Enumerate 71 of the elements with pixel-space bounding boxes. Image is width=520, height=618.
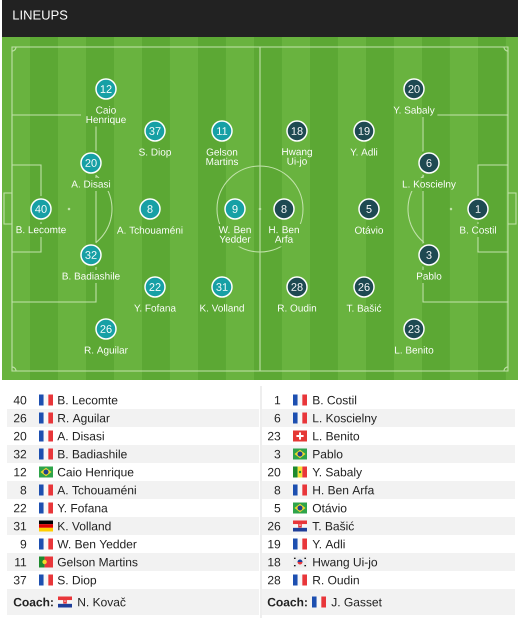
player-name: B. Badiashile [62, 272, 120, 280]
shirt-number: 18 [268, 558, 280, 566]
shirt-number: 11 [15, 558, 26, 566]
player-name: A. Disasi [57, 432, 104, 440]
player-name: Hwang Ui-jo [282, 148, 312, 167]
player-name: Y. Sabaly [393, 106, 435, 116]
shirt-number: 19 [268, 540, 280, 548]
player-name: H. Ben Arfa [313, 486, 374, 494]
shirt-number: 1 [274, 396, 280, 404]
player-name: A. Tchouaméni [116, 226, 182, 234]
player-name: Gelson Martins [206, 148, 238, 166]
shirt-number: 23 [268, 432, 280, 440]
player-name: S. Diop [139, 148, 171, 158]
player-name: L. Benito [395, 346, 434, 354]
shirt-number: 20 [14, 432, 26, 440]
player-name: Caio Henrique [58, 468, 134, 479]
shirt-number: 31 [14, 522, 26, 530]
title-bar: LINEUPS [2, 0, 518, 37]
coach-name: J. Gasset [331, 598, 382, 606]
shirt-number: 26 [14, 414, 26, 422]
player-name: Hwang Ui-jo [313, 558, 378, 569]
player-name: R. Oudin [313, 576, 359, 584]
player-name: Y. Fofana [58, 504, 108, 512]
player-name: R. Aguilar [58, 414, 110, 425]
player-name: Otávio [355, 226, 384, 234]
coach-name: N. Kovač [78, 598, 126, 606]
player-name: S. Diop [58, 576, 96, 587]
player-name: A. Disasi [71, 180, 110, 188]
player-name: Pablo [417, 272, 442, 280]
player-name: Y. Sabaly [312, 468, 362, 479]
player-name: B. Costil [313, 396, 356, 404]
shirt-number: 3 [274, 450, 280, 458]
player-name: B. Lecomte [16, 226, 66, 234]
player-name: T. Bašić [346, 304, 382, 312]
player-name: L. Benito [313, 432, 360, 440]
player-name: W. Ben Yedder [218, 226, 251, 243]
player-name: L. Koscielny [402, 180, 456, 190]
shirt-number: 9 [20, 540, 26, 548]
player-name: B. Badiashile [58, 450, 127, 458]
shirt-number: 20 [268, 468, 280, 476]
player-name: Y. Fofana [134, 304, 176, 312]
shirt-number: 6 [274, 414, 280, 422]
shirt-number: 28 [268, 576, 280, 584]
player-name: H. Ben Arfa [269, 226, 299, 243]
shirt-number: 8 [274, 486, 280, 494]
player-name: B. Lecomte [58, 396, 118, 404]
shirt-number: 26 [268, 522, 280, 530]
player-name: Pablo [313, 450, 342, 458]
player-name: Otávio [312, 503, 346, 512]
player-name: Caio Henrique [86, 106, 126, 126]
player-name: L. Koscielny [313, 414, 377, 425]
player-name: W. Ben Yedder [57, 540, 137, 548]
shirt-number: 37 [14, 576, 26, 584]
player-name: B. Costil [460, 226, 496, 234]
player-name: K. Volland [58, 522, 111, 530]
shirt-number: 12 [14, 468, 26, 476]
shirt-number: 8 [20, 486, 26, 494]
player-name: Y. Adli [312, 540, 345, 548]
player-name: R. Aguilar [84, 346, 128, 356]
shirt-number: 40 [14, 396, 26, 404]
player-name: Y. Adli [350, 148, 378, 156]
player-name: T. Bašić [312, 521, 354, 530]
player-name: K. Volland [200, 304, 244, 312]
coach-label: Coach: [268, 598, 307, 606]
coach-label: Coach: [14, 598, 53, 606]
player-name: R. Oudin [278, 304, 316, 312]
player-name: A. Tchouaméni [57, 485, 136, 494]
shirt-number: 5 [274, 504, 280, 512]
shirt-number: 22 [14, 504, 26, 512]
player-name: Gelson Martins [58, 558, 138, 566]
shirt-number: 32 [14, 450, 26, 458]
